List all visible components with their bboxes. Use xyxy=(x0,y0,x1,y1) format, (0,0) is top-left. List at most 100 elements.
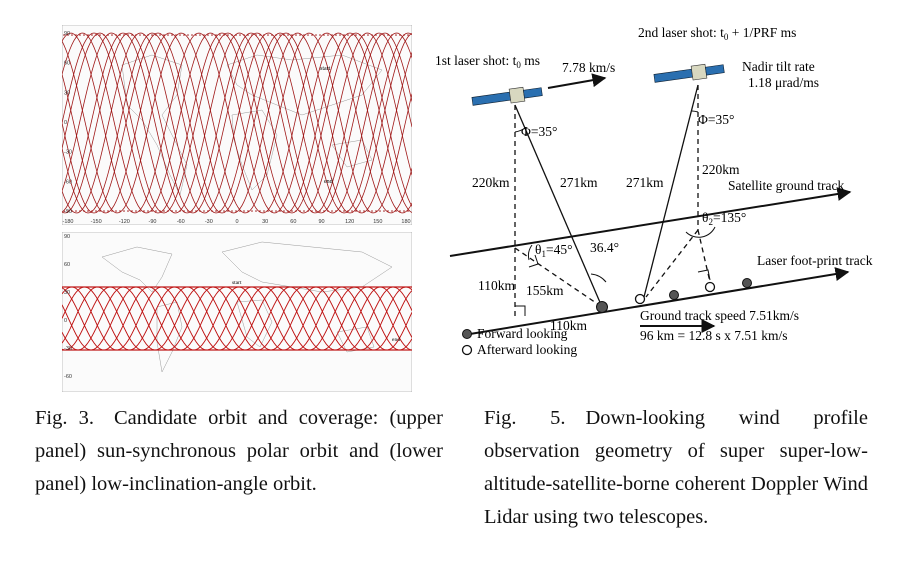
pole-dot xyxy=(403,34,405,36)
pole-dot xyxy=(363,210,365,212)
pole-dot xyxy=(91,34,93,36)
pole-dot xyxy=(251,210,253,212)
pole-dot xyxy=(147,210,149,212)
pole-dot xyxy=(235,210,237,212)
lat-tick-label: -30 xyxy=(64,150,72,156)
pole-dot xyxy=(171,34,173,36)
pole-dot xyxy=(127,210,129,212)
second-shot-label: 2nd laser shot: t0 + 1/PRF ms xyxy=(638,25,796,42)
pole-dot xyxy=(239,34,241,36)
satellite-icon-right xyxy=(653,63,725,83)
pole-dot xyxy=(151,210,153,212)
pole-dot xyxy=(343,34,345,36)
pole-dot xyxy=(195,210,197,212)
pole-dot xyxy=(243,34,245,36)
lat-tick-label: -90 xyxy=(64,209,72,215)
pole-dot xyxy=(263,210,265,212)
phi-right-arc xyxy=(691,110,699,113)
theta1-label: θ1=45° xyxy=(535,242,572,259)
polar-orbit-tracks xyxy=(62,32,412,214)
pole-dot xyxy=(191,34,193,36)
pole-dot xyxy=(107,210,109,212)
pole-dot xyxy=(103,210,105,212)
left-beam-line xyxy=(514,104,603,308)
pole-dot xyxy=(119,34,121,36)
pole-dot xyxy=(287,34,289,36)
pole-dot xyxy=(347,210,349,212)
pole-dot xyxy=(103,34,105,36)
pole-dot xyxy=(139,210,141,212)
pole-dot xyxy=(307,210,309,212)
pole-dot xyxy=(87,210,89,212)
pole-dot xyxy=(371,34,373,36)
pole-dot xyxy=(311,210,313,212)
pole-dot xyxy=(391,34,393,36)
pole-dot xyxy=(303,34,305,36)
legend-forward: Forward looking xyxy=(477,326,568,341)
right-angle-mark xyxy=(697,269,711,281)
pole-dot xyxy=(199,210,201,212)
lon-tick-label: 150 xyxy=(373,219,382,225)
pole-dot xyxy=(219,34,221,36)
pole-dot xyxy=(291,210,293,212)
pole-dot xyxy=(71,34,73,36)
pole-dot xyxy=(379,210,381,212)
pole-dot xyxy=(191,210,193,212)
pole-dot xyxy=(275,210,277,212)
lon-tick-label: 0 xyxy=(235,219,238,225)
observation-geometry-diagram: 1st laser shot: t0 ms 2nd laser shot: t0… xyxy=(435,25,873,357)
lon-tick-label: 60 xyxy=(290,219,296,225)
pole-dot xyxy=(275,34,277,36)
pole-dot xyxy=(83,210,85,212)
right-beam-line xyxy=(643,84,699,298)
pole-dot xyxy=(267,210,269,212)
alt-right: 220km xyxy=(702,162,740,177)
pole-dot xyxy=(231,210,233,212)
pole-dot xyxy=(203,34,205,36)
pole-dot xyxy=(75,210,77,212)
figure-3-caption-text: Candidate orbit and coverage: (upper pan… xyxy=(35,407,443,495)
pole-dot xyxy=(211,210,213,212)
pole-dot xyxy=(395,34,397,36)
right-nadir-lower xyxy=(697,229,711,283)
forward-footprint-marker xyxy=(596,301,608,313)
orbit-track xyxy=(62,286,412,351)
pole-dot xyxy=(87,34,89,36)
pole-dot xyxy=(295,210,297,212)
pole-dot xyxy=(335,34,337,36)
pole-dot xyxy=(359,34,361,36)
pole-dot xyxy=(107,34,109,36)
pole-dot xyxy=(115,210,117,212)
phi-left: Φ=35° xyxy=(521,124,557,139)
pole-dot xyxy=(291,34,293,36)
lat-tick-label: 60 xyxy=(64,61,70,67)
pole-dot xyxy=(303,210,305,212)
pole-dot xyxy=(287,210,289,212)
pole-dot xyxy=(383,210,385,212)
afterward-footprint-marker xyxy=(634,293,646,305)
forward-footprint-marker xyxy=(669,290,679,300)
pole-dot xyxy=(319,34,321,36)
pole-dot xyxy=(267,34,269,36)
pole-dot xyxy=(155,34,157,36)
figure-5-caption-text: Down-looking wind profile observation ge… xyxy=(484,407,868,528)
pole-dot xyxy=(315,34,317,36)
pole-dot xyxy=(143,34,145,36)
pole-dot xyxy=(299,210,301,212)
pole-dot xyxy=(235,34,237,36)
forward-footprint-marker xyxy=(742,278,752,288)
orbit-track xyxy=(62,32,412,214)
orbit-track xyxy=(62,32,412,214)
pole-dot xyxy=(119,210,121,212)
forward-legend-marker xyxy=(462,329,472,339)
pole-dot xyxy=(183,210,185,212)
pole-dot xyxy=(379,34,381,36)
pole-dot xyxy=(327,210,329,212)
lon-tick-label: -90 xyxy=(149,219,157,225)
pole-dot xyxy=(279,34,281,36)
pole-dot xyxy=(199,34,201,36)
lat-tick-label: -30 xyxy=(64,346,72,352)
angle-364-arc xyxy=(590,273,607,283)
